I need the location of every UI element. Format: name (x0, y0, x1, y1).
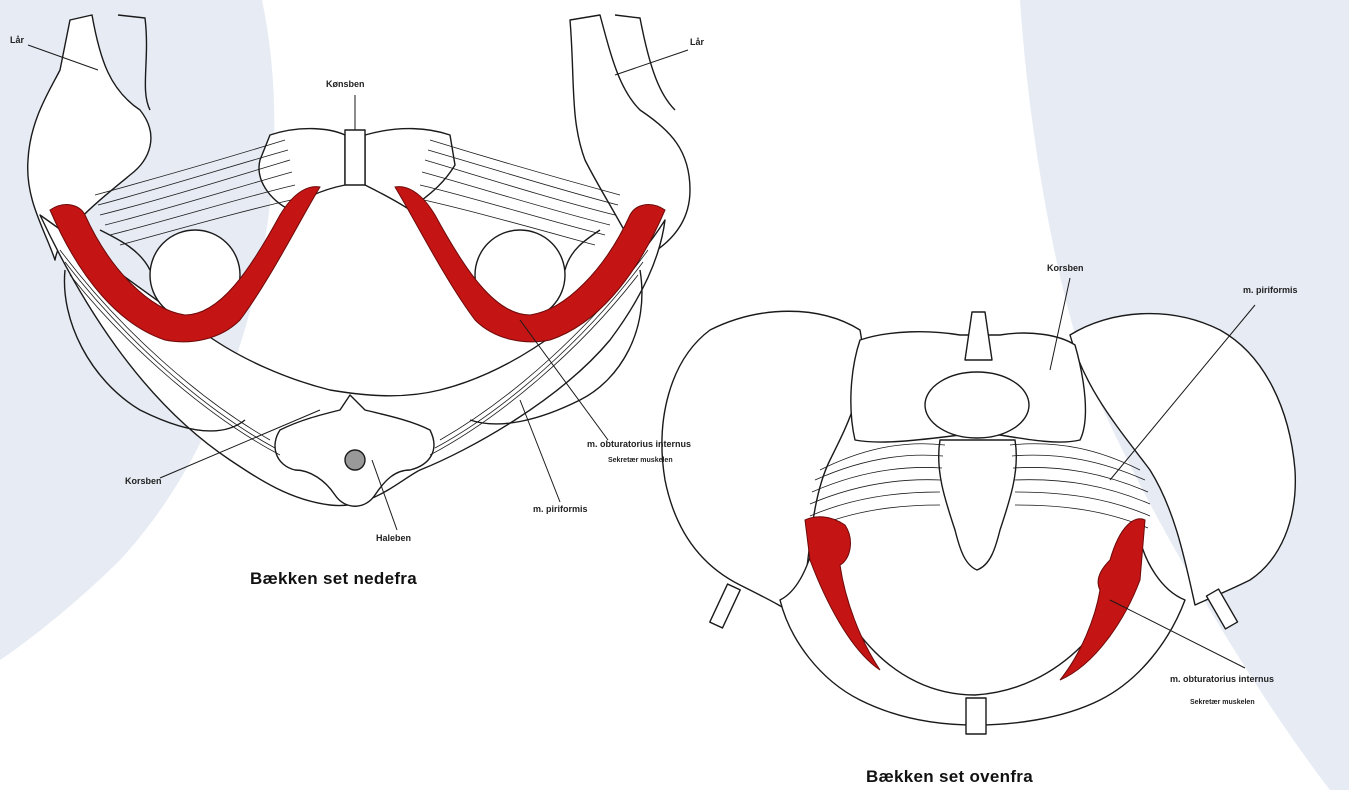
pubic-symphysis-above (966, 698, 986, 734)
label-thigh-left: Lår (10, 36, 24, 45)
spinous-process (965, 312, 992, 360)
label-thigh-right: Lår (690, 38, 704, 47)
caption-above: Bækken set ovenfra (866, 768, 1033, 785)
label-piriformis-below: m. piriformis (533, 505, 588, 514)
label-piriformis-above: m. piriformis (1243, 286, 1298, 295)
label-obturator-above: m. obturatorius internus (1170, 675, 1274, 684)
caption-below: Bækken set nedefra (250, 570, 417, 587)
label-coccyx: Haleben (376, 534, 411, 543)
label-sacrum-below: Korsben (125, 477, 162, 486)
label-obturator-sub-below: Sekretær muskelen (608, 457, 673, 464)
vertebral-body (925, 372, 1029, 438)
pelvis-from-above (662, 311, 1295, 734)
label-obturator-below: m. obturatorius internus (587, 440, 691, 449)
label-sacrum-above: Korsben (1047, 264, 1084, 273)
pubic-symphysis (345, 130, 365, 185)
label-pubic-bone: Kønsben (326, 80, 365, 89)
femur-stub-left (710, 584, 740, 628)
sacrum-lower (939, 440, 1017, 570)
label-obturator-sub-above: Sekretær muskelen (1190, 699, 1255, 706)
